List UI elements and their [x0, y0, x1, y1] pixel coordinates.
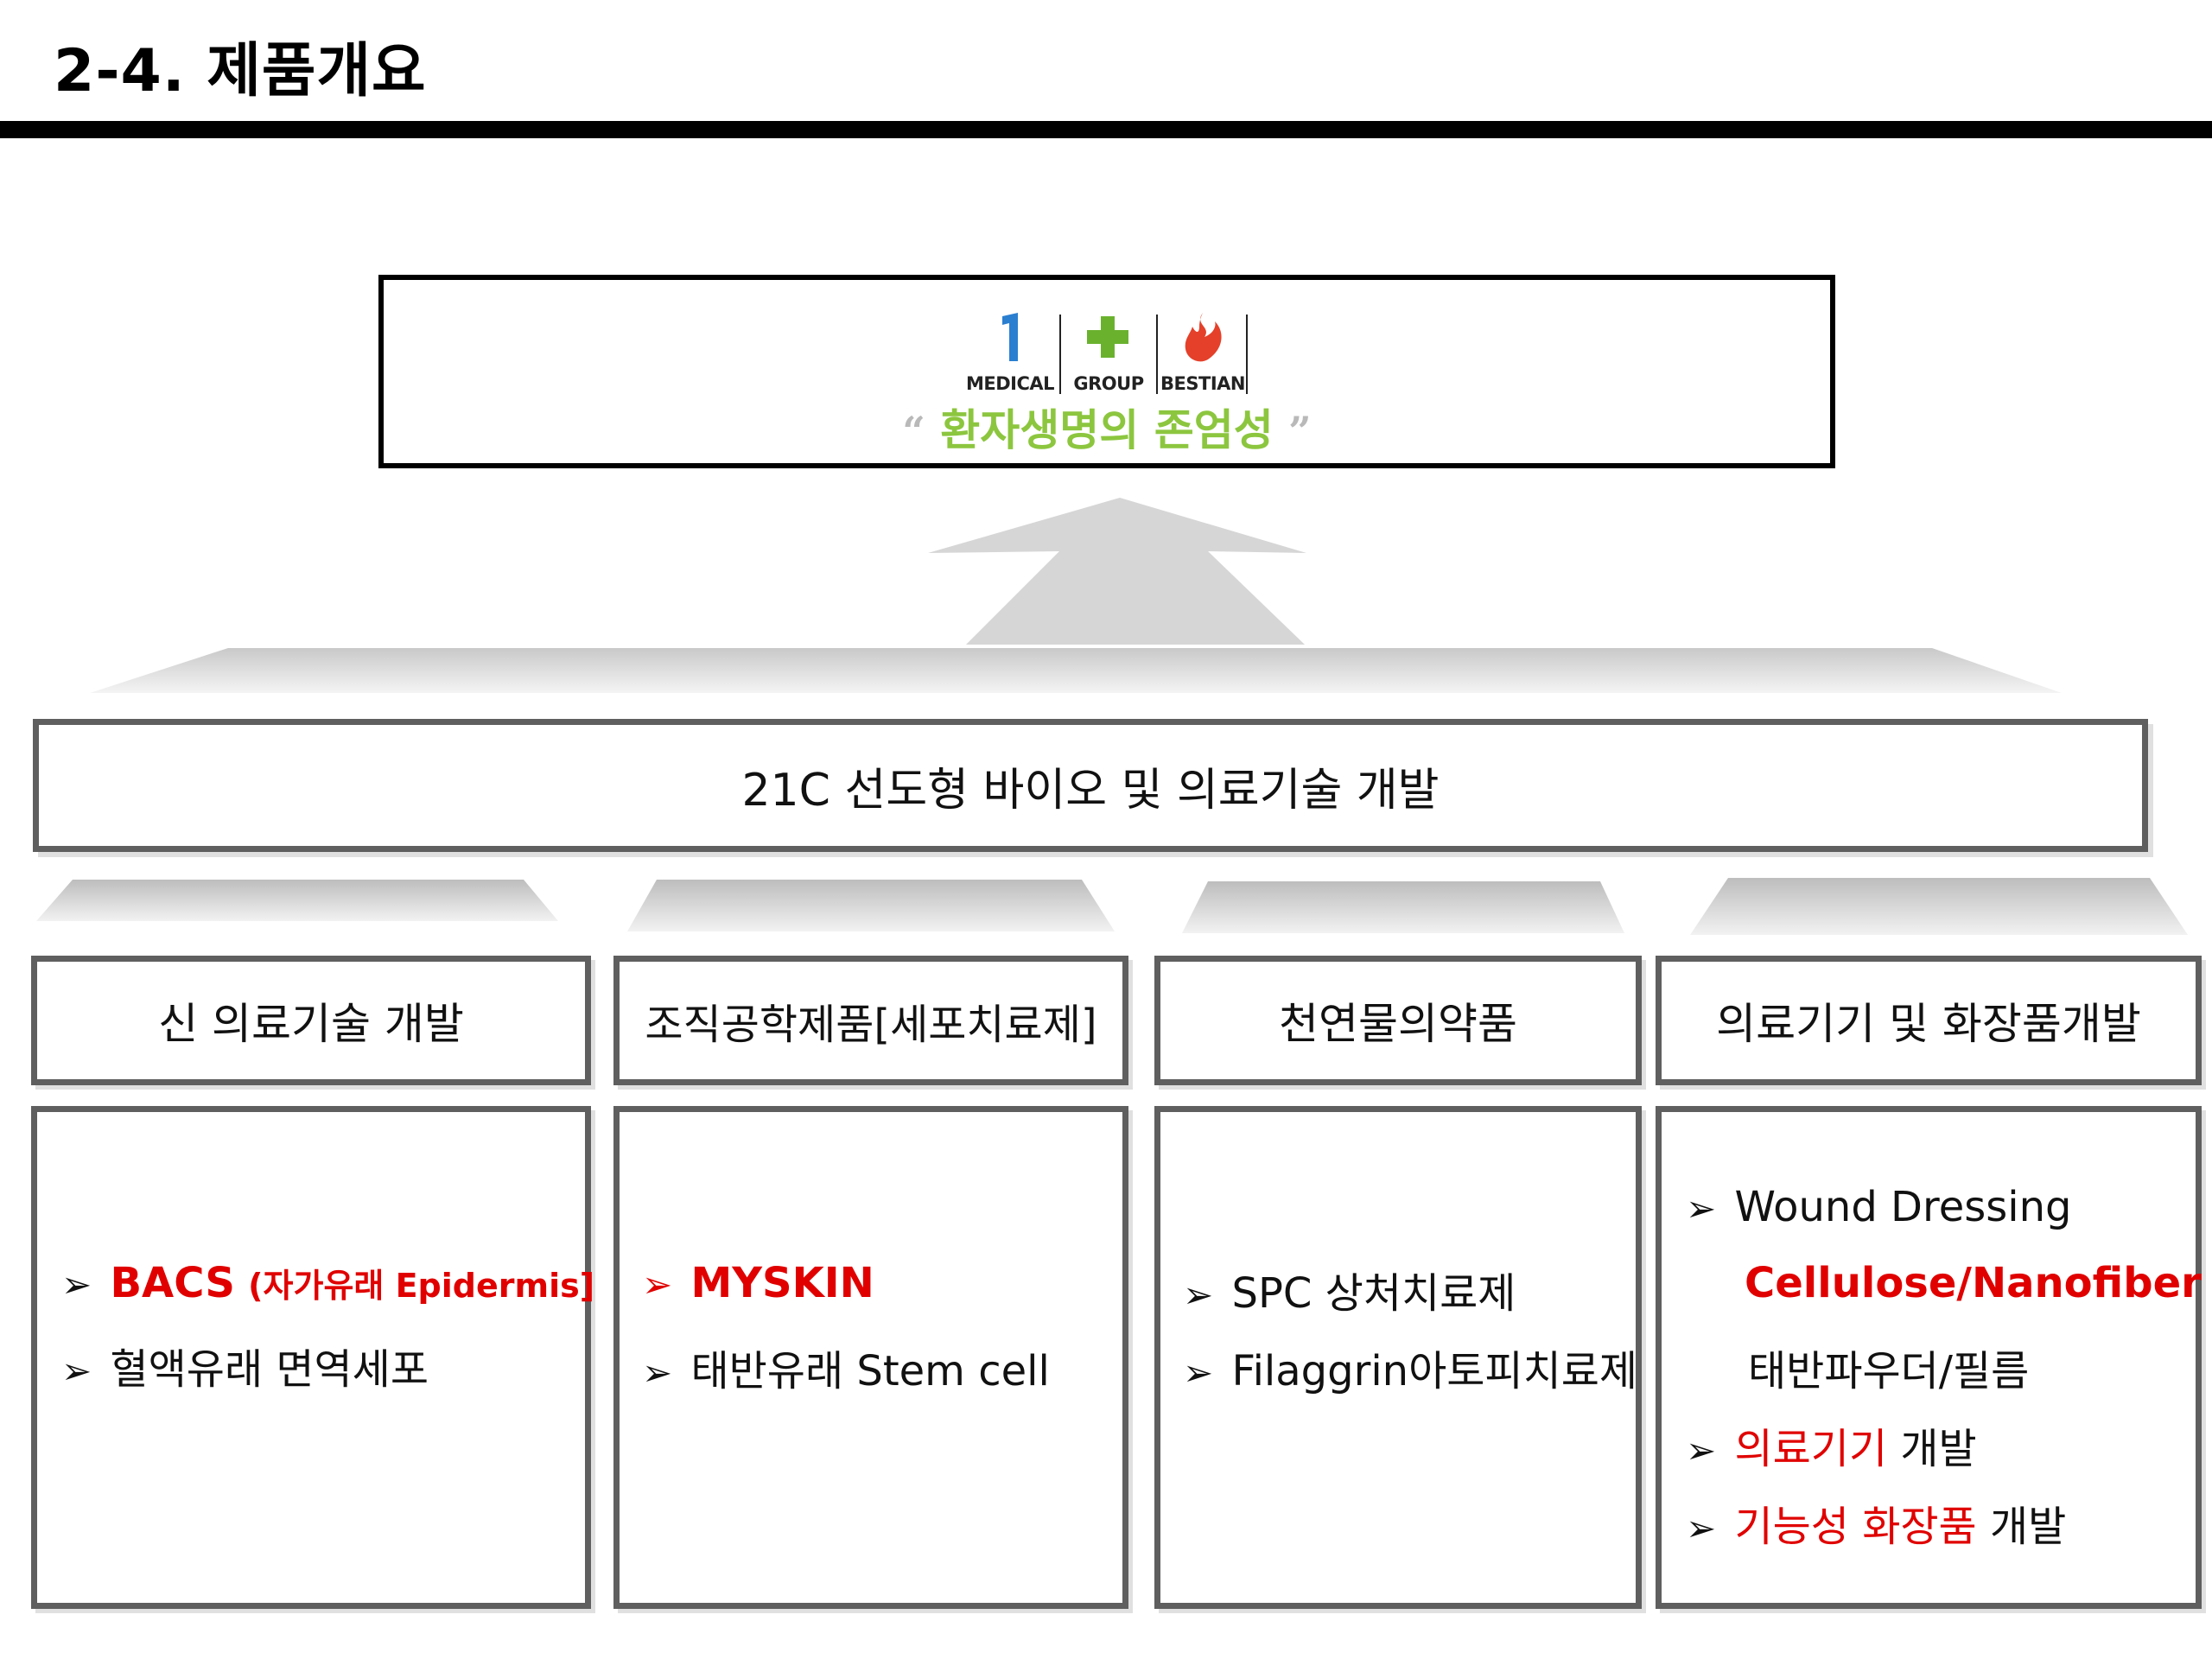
- item-text: 개발: [1887, 1425, 1977, 1473]
- category-header-2: 조직공학제품[세포치료제]: [613, 956, 1128, 1085]
- list-item: ➢ SPC 상처치료제: [1183, 1259, 1516, 1319]
- arrow-bullet-icon: ➢: [1686, 1507, 1717, 1549]
- item-highlight: 기능성 화장품: [1734, 1503, 1977, 1551]
- logo-separator: [1246, 315, 1248, 394]
- category-connector-4: [1690, 878, 2188, 935]
- list-item: ➢ 의료기기 개발: [1686, 1414, 1977, 1475]
- item-text: Filaggrin아토피치료제: [1231, 1347, 1638, 1395]
- flame-logo-icon: [1185, 313, 1222, 362]
- platform-connector: [90, 648, 2062, 693]
- green-cross-logo-icon: [1087, 316, 1128, 358]
- category-title: 조직공학제품[세포치료제]: [645, 1001, 1097, 1049]
- category-detail-2: ➢ MYSKIN ➢ 태반유래 Stem cell: [613, 1106, 1128, 1609]
- category-detail-3: ➢ SPC 상처치료제 ➢ Filaggrin아토피치료제: [1154, 1106, 1642, 1609]
- arrow-bullet-icon: ➢: [1183, 1274, 1214, 1316]
- item-text: 태반유래 Stem cell: [690, 1347, 1050, 1395]
- list-item: 태반파우더/필름: [1748, 1337, 2029, 1397]
- medical-logo-label: MEDICAL: [965, 373, 1055, 394]
- bestian-logo-label: BESTIAN: [1160, 373, 1245, 394]
- title-rule: [0, 121, 2212, 138]
- item-text: SPC 상처치료제: [1231, 1269, 1516, 1318]
- category-header-4: 의료기기 및 화장품개발: [1656, 956, 2202, 1085]
- category-title: 신 의료기술 개발: [158, 999, 464, 1049]
- quote-close: ”: [1288, 408, 1312, 454]
- category-title: 의료기기 및 화장품개발: [1716, 999, 2141, 1049]
- group-logos: MEDICAL GROUP BESTIAN: [963, 308, 1248, 394]
- main-goal-label: 21C 선도형 바이오 및 의료기술 개발: [741, 764, 1440, 817]
- category-title: 천연물의약품: [1279, 999, 1517, 1049]
- item-text: 개발: [1976, 1503, 2067, 1551]
- page-title: 2-4. 제품개요: [54, 37, 427, 105]
- category-header-1: 신 의료기술 개발: [31, 956, 591, 1085]
- list-item: ➢ BACS (자가유래 Epidermis]: [61, 1259, 594, 1307]
- logo-separator: [1059, 315, 1061, 394]
- item-highlight: Cellulose/Nanofiber: [1745, 1259, 2202, 1307]
- slogan-text: 환자생명의 존엄성: [940, 405, 1274, 455]
- list-item: ➢ Wound Dressing: [1686, 1183, 2071, 1231]
- category-connector-2: [627, 880, 1115, 931]
- arrow-bullet-icon: ➢: [642, 1351, 673, 1394]
- item-highlight: BACS: [110, 1259, 235, 1307]
- item-suffix: (자가유래 Epidermis]: [248, 1267, 595, 1305]
- item-highlight: 의료기기: [1734, 1425, 1888, 1473]
- slogan: “ 환자생명의 존엄성 ”: [384, 396, 1830, 458]
- bestian-logo: BESTIAN: [1160, 308, 1246, 394]
- item-text: Wound Dressing: [1734, 1183, 2072, 1231]
- list-item: ➢ 태반유래 Stem cell: [642, 1337, 1050, 1397]
- medical-logo: MEDICAL: [963, 308, 1058, 394]
- item-text: 태반파우더/필름: [1748, 1347, 2030, 1395]
- logo-separator: [1156, 315, 1158, 394]
- item-highlight: MYSKIN: [690, 1259, 874, 1307]
- number-one-logo-icon: [1002, 313, 1018, 361]
- category-detail-4: ➢ Wound Dressing Cellulose/Nanofiber 태반파…: [1656, 1106, 2202, 1609]
- list-item: ➢ MYSKIN: [642, 1259, 874, 1307]
- category-header-3: 천연물의약품: [1154, 956, 1642, 1085]
- arrow-bullet-icon: ➢: [61, 1263, 92, 1306]
- category-detail-1: ➢ BACS (자가유래 Epidermis] ➢ 혈액유래 면역세포: [31, 1106, 594, 1609]
- category-connector-3: [1182, 881, 1624, 933]
- arrow-bullet-icon: ➢: [1183, 1351, 1214, 1394]
- list-item: Cellulose/Nanofiber: [1745, 1259, 2202, 1307]
- arrow-bullet-icon: ➢: [1686, 1187, 1717, 1230]
- category-connector-1: [36, 880, 558, 921]
- arrow-bullet-icon: ➢: [61, 1350, 92, 1392]
- list-item: ➢ 혈액유래 면역세포: [61, 1335, 429, 1395]
- mission-box: MEDICAL GROUP BESTIAN “ 환자생명의 존엄성 ”: [378, 275, 1835, 468]
- arrow-bullet-icon: ➢: [1686, 1429, 1717, 1471]
- quote-open: “: [902, 408, 925, 454]
- item-text: 혈액유래 면역세포: [110, 1345, 429, 1394]
- main-goal-box: 21C 선도형 바이오 및 의료기술 개발: [33, 719, 2148, 852]
- upward-arrow-icon: [928, 498, 1306, 645]
- list-item: ➢ Filaggrin아토피치료제: [1183, 1337, 1638, 1397]
- arrow-bullet-icon: ➢: [642, 1263, 673, 1306]
- group-logo-label: GROUP: [1073, 373, 1144, 394]
- list-item: ➢ 기능성 화장품 개발: [1686, 1492, 2066, 1553]
- group-logo: GROUP: [1063, 308, 1154, 394]
